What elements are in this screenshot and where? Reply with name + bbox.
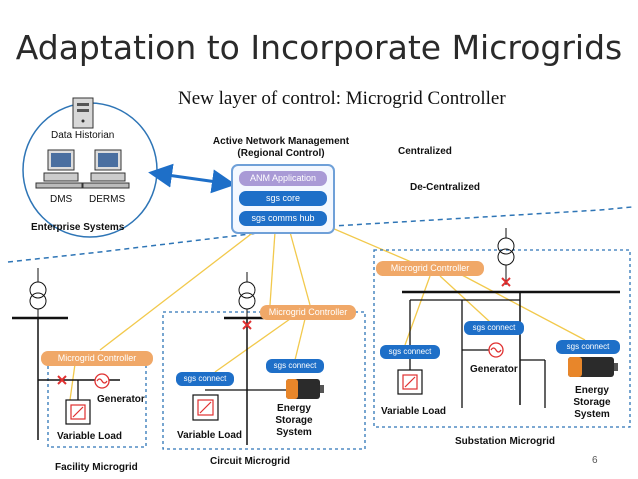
substation-variable-load-label: Variable Load [381, 406, 447, 417]
substation-sgs-connect-load: sgs connect [380, 345, 440, 359]
substation-load-icon [397, 369, 423, 395]
sgs-core-pill: sgs core [239, 191, 327, 206]
anm-box: ANM Application sgs core sgs comms hub [231, 164, 335, 234]
anm-heading: Active Network Management (Regional Cont… [196, 136, 366, 160]
dms-label: DMS [50, 194, 73, 205]
circuit-storage-line3: System [276, 427, 312, 438]
circuit-storage-line1: Energy [277, 403, 311, 414]
dms-workstation-icon [35, 149, 83, 189]
substation-energy-storage-label: Energy Storage System [570, 385, 614, 421]
circuit-variable-load-label: Variable Load [177, 430, 243, 441]
facility-generator-label: Generator [97, 394, 145, 405]
anm-heading-line2: (Regional Control) [237, 148, 325, 159]
substation-microgrid-controller: Microgrid Controller [376, 261, 484, 276]
slide-subtitle: New layer of control: Microgrid Controll… [178, 88, 506, 109]
derms-label: DERMS [89, 194, 126, 205]
sgs-comms-hub-pill: sgs comms hub [239, 211, 327, 226]
centralized-label: Centralized [398, 146, 452, 157]
enterprise-systems-label: Enterprise Systems [31, 222, 125, 233]
substation-sgs-connect-storage: sgs connect [556, 340, 620, 354]
facility-breaker-icon [57, 375, 67, 385]
circuit-load-icon [192, 394, 219, 421]
substation-storage-line1: Energy [575, 385, 609, 396]
facility-microgrid-controller: Microgrid Controller [41, 351, 153, 366]
facility-load-icon [65, 380, 91, 425]
facility-generator-icon [94, 373, 110, 389]
circuit-storage-line2: Storage [275, 415, 313, 426]
substation-battery-icon [568, 357, 618, 377]
data-historian-label: Data Historian [51, 130, 115, 141]
substation-storage-line2: Storage [573, 397, 611, 408]
substation-transformer-icon [402, 228, 620, 408]
server-icon [72, 97, 94, 129]
anm-heading-line1: Active Network Management [212, 136, 350, 147]
circuit-battery-icon [286, 379, 324, 399]
slide-title: Adaptation to Incorporate Microgrids [15, 28, 623, 67]
decentralized-label: De-Centralized [410, 182, 481, 193]
substation-generator-label: Generator [470, 364, 518, 375]
page-number: 6 [592, 455, 598, 466]
circuit-microgrid-controller: Microgrid Controller [260, 305, 356, 320]
circuit-sgs-connect-load: sgs connect [176, 372, 234, 386]
derms-workstation-icon [82, 149, 130, 189]
circuit-boundary [162, 311, 366, 450]
facility-microgrid-label: Facility Microgrid [55, 462, 138, 473]
comm-lines [69, 224, 586, 401]
circuit-microgrid-label: Circuit Microgrid [210, 456, 291, 467]
substation-storage-line3: System [574, 409, 610, 420]
circuit-breaker-icon [242, 320, 252, 330]
anm-application-pill: ANM Application [239, 171, 327, 186]
enterprise-anm-link-arrow [148, 163, 236, 194]
substation-sgs-connect-generator: sgs connect [464, 321, 524, 335]
facility-variable-load-label: Variable Load [57, 431, 123, 442]
circuit-energy-storage-label: Energy Storage System [272, 403, 316, 439]
substation-generator-icon [488, 342, 504, 358]
substation-microgrid-label: Substation Microgrid [455, 436, 555, 447]
circuit-sgs-connect-storage: sgs connect [266, 359, 324, 373]
control-boundary-line [7, 206, 633, 263]
substation-breaker-icon [501, 277, 511, 287]
